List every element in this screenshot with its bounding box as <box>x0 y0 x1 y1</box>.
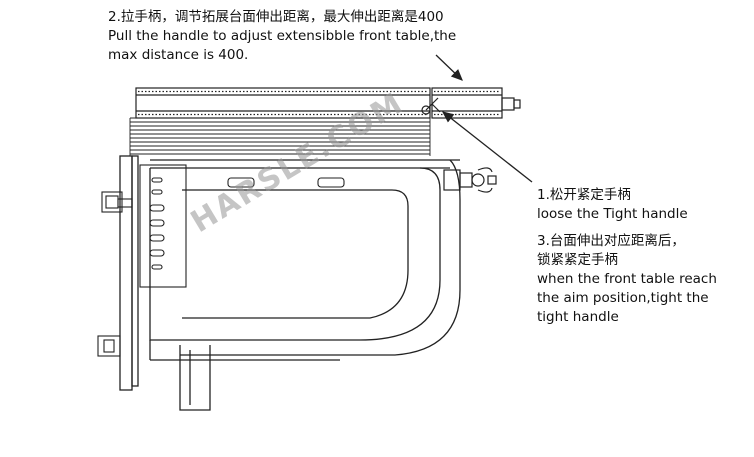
pointer-arrow-step1 <box>441 111 533 183</box>
annotation-step1-cn: 1.松开紧定手柄 <box>537 187 631 203</box>
pointer-arrows <box>435 54 533 183</box>
pointer-arrow-step2 <box>435 54 463 81</box>
annotation-step3-en1: when the front table reach <box>537 271 717 287</box>
side-plate <box>139 164 187 288</box>
annotation-step3: 3.台面伸出对应距离后， 锁紧紧定手柄 when the front table… <box>537 232 717 327</box>
annotation-step3-en3: tight handle <box>537 309 619 325</box>
bellows <box>129 117 431 156</box>
machine-frame <box>119 155 461 411</box>
annotation-step3-cn2: 锁紧紧定手柄 <box>537 252 618 268</box>
body-slots <box>227 177 345 188</box>
annotation-step3-cn1: 3.台面伸出对应距离后， <box>537 233 685 249</box>
annotation-step3-en2: the aim position,tight the <box>537 290 709 306</box>
annotation-step1: 1.松开紧定手柄 loose the Tight handle <box>537 186 688 224</box>
left-clamps <box>97 191 133 357</box>
crank-handle <box>443 167 497 193</box>
tight-handle <box>421 97 441 115</box>
annotation-step2-en2: max distance is 400. <box>108 47 249 63</box>
annotation-step2: 2.拉手柄，调节拓展台面伸出距离，最大伸出距离是400 Pull the han… <box>108 8 456 65</box>
annotation-step2-en1: Pull the handle to adjust extensibble fr… <box>108 28 457 44</box>
annotation-step1-en: loose the Tight handle <box>537 206 688 222</box>
annotation-step2-cn: 2.拉手柄，调节拓展台面伸出距离，最大伸出距离是400 <box>108 9 444 25</box>
